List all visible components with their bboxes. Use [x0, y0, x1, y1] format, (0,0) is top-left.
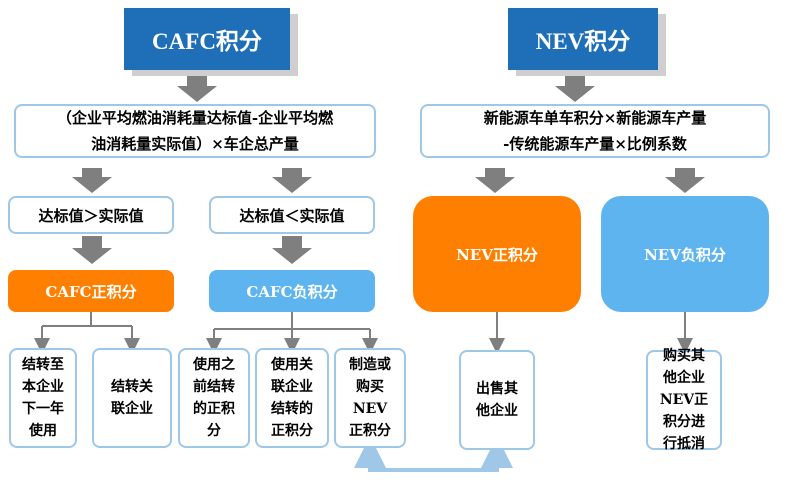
arrow-nev-header: [555, 74, 595, 102]
nev-header: NEV积分: [508, 8, 658, 70]
leaf-line: 结转至: [22, 357, 64, 373]
condition-unmet: 达标值＜实际值: [209, 196, 375, 234]
leaf-line: 前结转: [193, 379, 235, 395]
leaf-line: 分: [207, 423, 221, 439]
cafc-header: CAFC积分: [124, 8, 290, 70]
leaf-line: 结转的: [271, 401, 313, 417]
leaf-line: 下一年: [22, 401, 64, 417]
cafc-positive-credit: CAFC正积分: [8, 270, 174, 312]
trade-connector: [354, 436, 513, 472]
leaf-line: 联企业: [111, 401, 153, 417]
leaf-line: 结转关: [111, 379, 153, 395]
leaf-line: NEV正: [659, 392, 709, 408]
leaf-buy-offset: 购买其 他企业 NEV正 积分进 行抵消: [646, 348, 722, 452]
leaf-sell: 出售其 他企业: [459, 350, 535, 450]
leaf-line: 购买其: [663, 348, 705, 364]
arrow-unmet-negative: [272, 236, 312, 264]
leaf-line: 正积分: [349, 423, 391, 439]
leaf-line: 他企业: [476, 403, 518, 419]
cafc-negative-credit: CAFC负积分: [209, 270, 375, 312]
leaf-line: 积分进: [663, 414, 705, 430]
condition-met: 达标值＞实际值: [8, 196, 174, 234]
cafc-formula-line: 油消耗量实际值）×车企总产量: [91, 135, 299, 153]
arrow-cafc-header: [177, 74, 217, 102]
leaf-line: 本企业: [22, 379, 64, 395]
leaf-transfer-affiliate: 结转关 联企业: [92, 348, 172, 448]
arrow-met-positive: [72, 236, 112, 264]
leaf-line: 使用之: [193, 357, 235, 373]
arrow-cafc-unmet: [272, 168, 312, 193]
leaf-line: 使用: [29, 423, 57, 439]
leaf-carry-forward: 结转至 本企业 下一年 使用: [9, 348, 77, 448]
leaf-use-prior: 使用之 前结转 的正积 分: [178, 348, 250, 448]
leaf-make-or-buy: 制造或 购买 NEV 正积分: [334, 348, 406, 448]
arrow-cafc-met: [72, 168, 112, 193]
leaf-line: 联企业: [271, 379, 313, 395]
nev-formula-line: -传统能源车产量×比例系数: [503, 135, 687, 153]
leaf-line: 使用关: [271, 357, 313, 373]
nev-formula: 新能源车单车积分×新能源车产量 -传统能源车产量×比例系数: [420, 104, 770, 158]
leaf-line: 购买: [356, 379, 384, 395]
leaf-line: 正积分: [271, 423, 313, 439]
leaf-line: NEV: [352, 401, 388, 417]
leaf-line: 行抵消: [663, 436, 705, 452]
nev-negative-credit: NEV负积分: [601, 196, 769, 312]
leaf-line: 的正积: [193, 401, 235, 417]
nev-formula-line: 新能源车单车积分×新能源车产量: [483, 109, 707, 127]
leaf-line: 出售其: [476, 381, 518, 397]
cafc-formula-line: （企业平均燃油消耗量达标值-企业平均燃: [56, 109, 334, 127]
leaf-line: 他企业: [663, 370, 705, 386]
leaf-line: 制造或: [349, 357, 391, 373]
leaf-use-affiliate: 使用关 联企业 结转的 正积分: [255, 348, 329, 448]
arrow-nev-neg: [665, 168, 705, 193]
branch-lines: [34, 312, 693, 354]
nev-positive-credit: NEV正积分: [413, 196, 581, 312]
cafc-formula: （企业平均燃油消耗量达标值-企业平均燃 油消耗量实际值）×车企总产量: [14, 104, 376, 158]
arrow-nev-pos: [475, 168, 515, 193]
block-arrows: [72, 74, 705, 264]
